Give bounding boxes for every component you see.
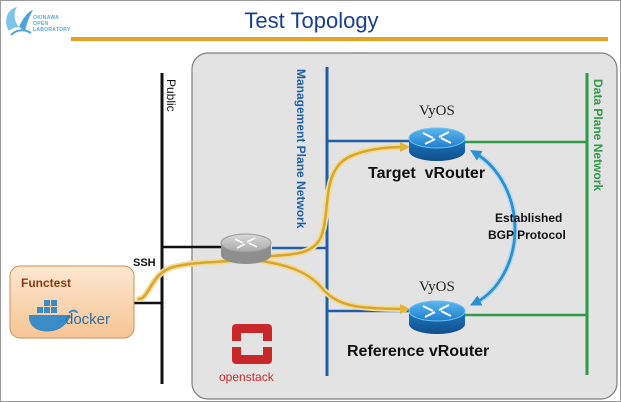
vyos-label-target: VyOS <box>419 103 455 119</box>
vyos-label-reference: VyOS <box>419 279 455 295</box>
openstack-label: openstack <box>219 370 275 384</box>
logo-line-1: OKINAWA <box>33 15 59 21</box>
title-underline <box>71 37 608 41</box>
bgp-arrow <box>469 150 517 306</box>
openstack-area <box>191 52 618 400</box>
okinawa-open-lab-logo <box>6 7 33 36</box>
reference-router-label: Reference vRouter <box>347 343 489 360</box>
logo-text: OKINAWA OPEN LABORATORY <box>33 15 71 33</box>
docker-label: docker <box>65 311 110 328</box>
target-router[interactable] <box>408 127 466 161</box>
docker-whale-icon <box>29 300 78 332</box>
management-label: Management Plane Network <box>294 69 308 229</box>
functest-label: Functest <box>21 276 71 290</box>
data-plane-label: Data Plane Network <box>591 79 605 191</box>
target-router-label: Target vRouter <box>368 165 485 182</box>
gateway-router <box>220 233 272 264</box>
established-label: Established <box>495 211 562 225</box>
page-title: Test Topology <box>244 8 379 33</box>
bgp-label: BGP Protocol <box>488 228 566 242</box>
ssh-label: SSH <box>133 257 156 269</box>
public-label: Public <box>164 79 178 112</box>
reference-router[interactable] <box>408 300 466 334</box>
logo-line-2: OPEN <box>33 21 49 27</box>
logo-line-3: LABORATORY <box>33 27 71 33</box>
openstack-logo <box>232 324 272 364</box>
ssh-paths <box>136 142 410 314</box>
